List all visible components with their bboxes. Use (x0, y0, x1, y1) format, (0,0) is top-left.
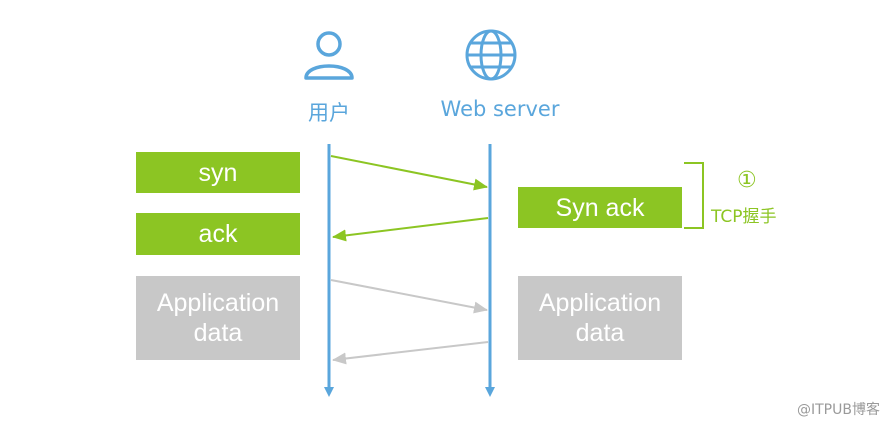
handshake-bracket (684, 162, 704, 229)
syn-arrow (330, 155, 488, 191)
client-app-data-box: Application data (136, 276, 300, 360)
syn-ack-text: Syn ack (555, 193, 645, 222)
client-app-data-text: Application data (156, 289, 280, 347)
app-data-response-arrow (332, 341, 489, 365)
syn-text: syn (198, 158, 238, 187)
syn-box: syn (136, 152, 300, 193)
user-label: 用户 (308, 101, 350, 125)
app-data-request-arrow (330, 279, 488, 314)
handshake-label: TCP握手 (711, 207, 777, 227)
globe-icon (465, 29, 517, 81)
ack-text: ack (198, 220, 238, 248)
ack-box: ack (136, 213, 300, 255)
handshake-step-number: ① (737, 168, 757, 193)
server-app-data-text: Application data (538, 289, 662, 347)
syn-ack-box: Syn ack (518, 187, 682, 228)
syn-ack-arrow (332, 217, 489, 242)
user-icon (304, 31, 354, 80)
server-label: Web server (440, 97, 560, 121)
server-app-data-box: Application data (518, 276, 682, 360)
watermark: @ITPUB博客 (797, 402, 880, 418)
